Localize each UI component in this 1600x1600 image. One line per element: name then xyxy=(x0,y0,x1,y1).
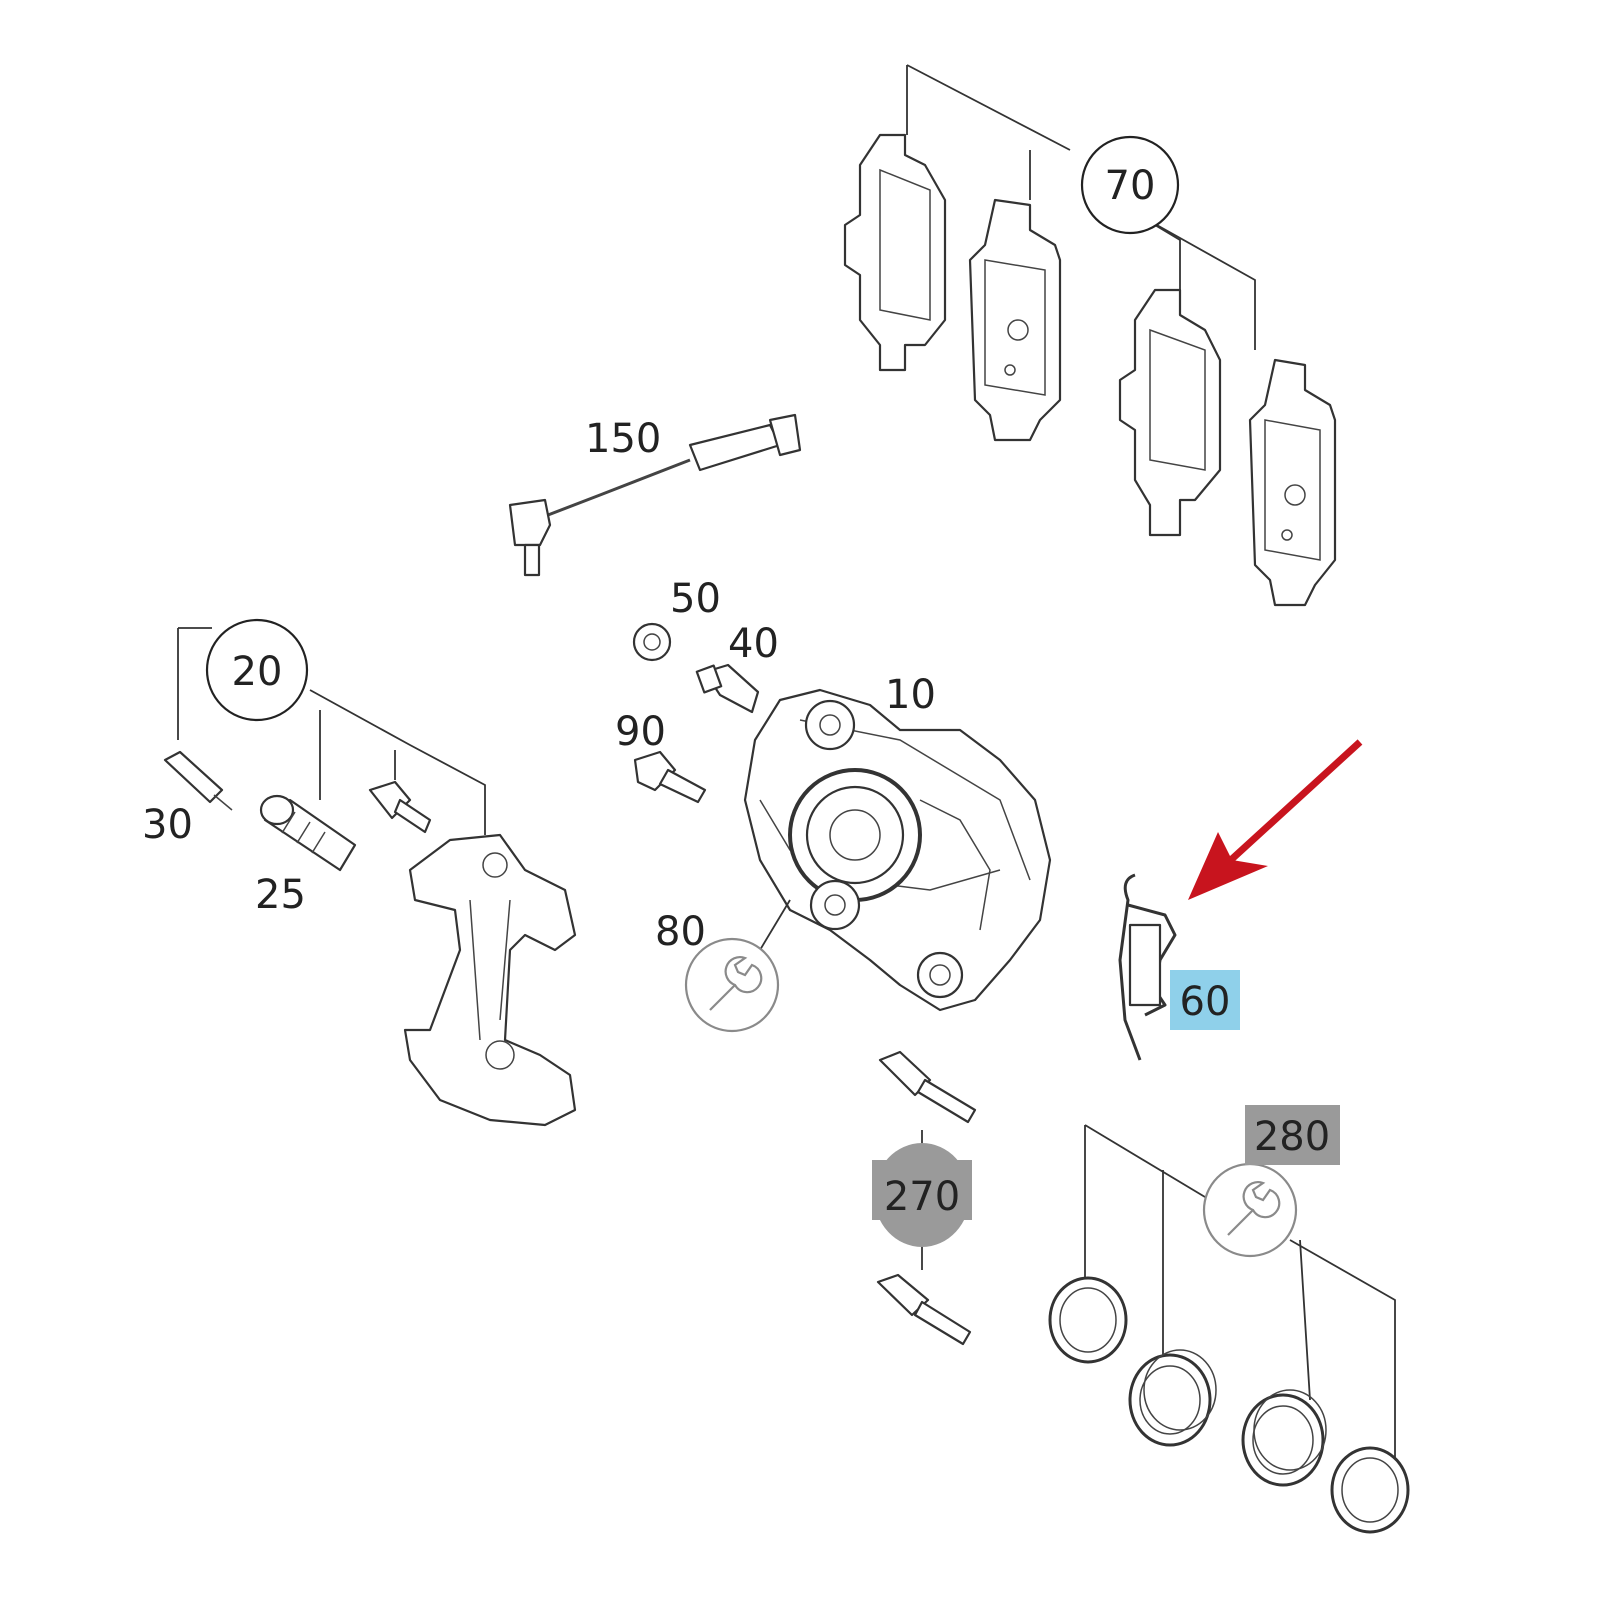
callout-50[interactable]: 50 xyxy=(670,576,721,622)
red-arrow-icon xyxy=(1188,739,1363,900)
callout-20[interactable]: 20 xyxy=(232,649,283,695)
caliper-bolt-90[interactable] xyxy=(633,750,707,804)
callout-40[interactable]: 40 xyxy=(728,621,779,667)
wrench-icon xyxy=(1227,1181,1281,1236)
service-wrench-80[interactable] xyxy=(684,937,780,1033)
callout-10[interactable]: 10 xyxy=(885,672,936,718)
anti-rattle-spring-60[interactable] xyxy=(1118,873,1177,1061)
wrench-icon xyxy=(709,956,763,1011)
callout-150[interactable]: 150 xyxy=(585,416,661,462)
callout-70[interactable]: 70 xyxy=(1105,163,1156,209)
callout-270[interactable]: 270 xyxy=(884,1174,960,1220)
callout-80[interactable]: 80 xyxy=(655,909,706,955)
brake-caliper[interactable] xyxy=(743,688,1052,1012)
callout-280[interactable]: 280 xyxy=(1254,1114,1330,1160)
highlight-60-box xyxy=(1170,970,1240,1030)
seal-kit-280[interactable] xyxy=(1048,1105,1410,1534)
highlight-270-box xyxy=(872,1160,972,1220)
callout-90[interactable]: 90 xyxy=(615,709,666,755)
guide-bolt-kit-270[interactable] xyxy=(872,1050,977,1346)
callout-30[interactable]: 30 xyxy=(142,802,193,848)
callout-20-circle xyxy=(205,618,309,722)
callout-70-circle xyxy=(1080,135,1180,235)
callout-25[interactable]: 25 xyxy=(255,872,306,918)
highlight-280-box xyxy=(1245,1105,1340,1165)
caliper-carrier-group[interactable] xyxy=(163,618,577,1127)
brake-pads-group[interactable] xyxy=(843,64,1337,607)
bleed-cap[interactable] xyxy=(632,622,672,662)
wear-sensor[interactable] xyxy=(508,413,802,577)
bleed-screw[interactable] xyxy=(695,663,760,714)
callout-60[interactable]: 60 xyxy=(1180,979,1231,1025)
